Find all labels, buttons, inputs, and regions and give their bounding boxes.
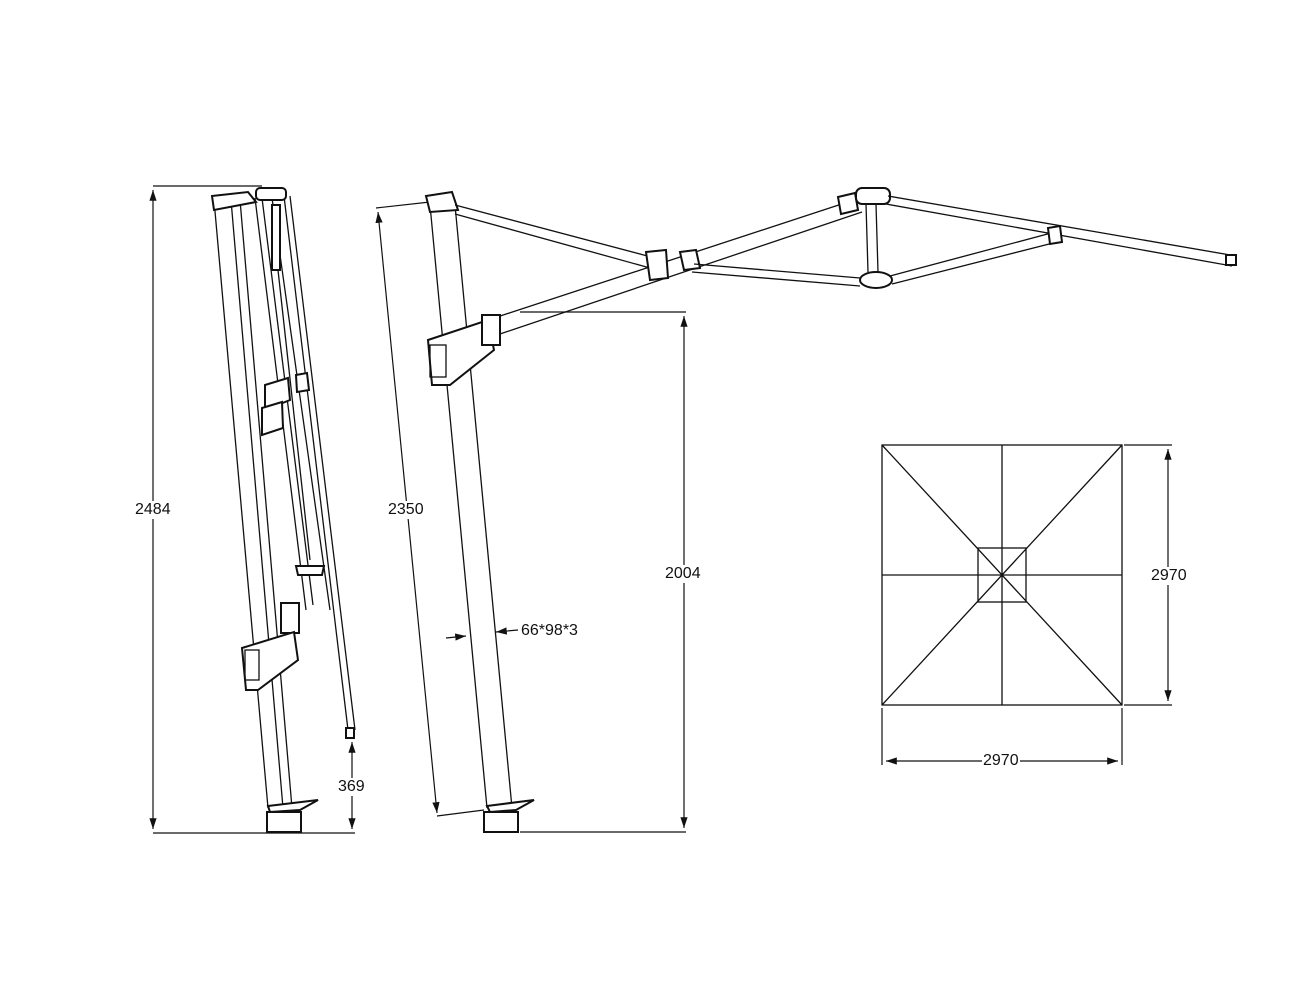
section-arrow-right: [495, 627, 519, 635]
main-pole: [213, 199, 293, 809]
base-plate: [266, 799, 319, 814]
base-plate: [485, 799, 535, 814]
arm-height-label: 2004: [664, 565, 702, 583]
folded-side-view: [149, 185, 356, 834]
arm-joint: [678, 248, 702, 272]
rib-tip: [1225, 254, 1237, 266]
crank-housing: [240, 630, 300, 691]
section-arrow-left: [445, 633, 467, 641]
pole-section-label: 66*98*3: [520, 622, 579, 640]
height-dimension-label: 2484: [134, 501, 172, 519]
canopy-depth-label: 2970: [1150, 567, 1188, 585]
strut-rod: [277, 269, 311, 561]
bracket: [261, 400, 285, 437]
main-pole: [429, 204, 513, 809]
lower-rib: [691, 263, 861, 287]
crank-handle: [244, 649, 260, 681]
extension-line-bottom: [436, 809, 485, 817]
bottom-hub: [859, 271, 893, 289]
arm-top-hub: [255, 187, 287, 201]
gas-strut: [271, 204, 281, 271]
canopy-width-label: 2970: [982, 752, 1020, 770]
extension-line-top: [375, 201, 431, 209]
bracket: [264, 376, 292, 412]
pole-top-cap: [424, 190, 460, 214]
arm-joint: [836, 191, 860, 216]
lower-stretcher: [889, 231, 1058, 285]
bracket: [294, 371, 311, 394]
bottom-hub: [294, 565, 326, 576]
top-hub: [855, 187, 891, 205]
center-strut: [865, 203, 879, 273]
base-foot: [266, 811, 302, 833]
base-foot: [483, 811, 519, 833]
crank-handle: [429, 344, 447, 378]
canopy-ribs: [881, 444, 1123, 706]
top-view: [881, 444, 1172, 765]
support-arm: [454, 204, 656, 269]
clamp: [280, 602, 300, 634]
pole-top-cap: [210, 190, 258, 212]
rib-joint: [1046, 224, 1064, 246]
pole-length-label: 2350: [387, 501, 425, 519]
main-arm: [487, 197, 863, 337]
clearance-dimension-label: 369: [337, 778, 366, 796]
clamp: [481, 314, 501, 346]
arm-joint: [644, 248, 670, 282]
arm-tip: [345, 727, 355, 739]
open-side-view: [375, 187, 1237, 833]
